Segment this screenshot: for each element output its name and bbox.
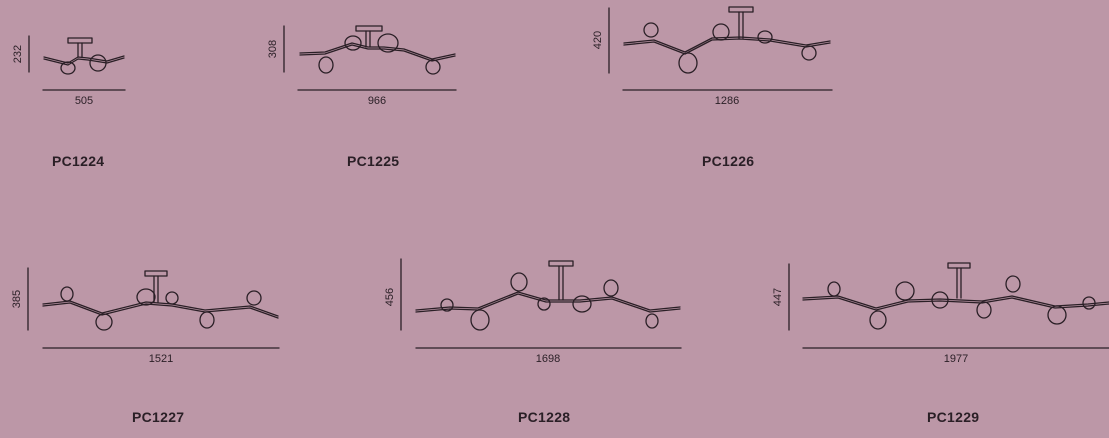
lamp-pc1229-width-label: 1977 <box>944 353 968 365</box>
lamp-pc1226-height-label: 420 <box>592 31 604 49</box>
lamp-pc1225-drawing <box>299 25 456 75</box>
lamp-pc1224-height-dimension: 232 <box>12 35 30 73</box>
lamp-pc1229: 447 1977 <box>772 262 1109 365</box>
lamp-pc1228-height-dimension: 456 <box>384 258 402 331</box>
lamp-pc1225: 308 966 <box>267 25 457 107</box>
lamp-pc1227-model-label: PC1227 <box>132 409 185 425</box>
lamp-pc1226-width-dimension: 1286 <box>622 89 833 107</box>
lamp-pc1229-width-dimension: 1977 <box>802 347 1109 365</box>
lamp-pc1227-width-dimension: 1521 <box>42 347 280 365</box>
lamp-pc1224-height-label: 232 <box>12 45 24 63</box>
lamp-pc1225-model-label: PC1225 <box>347 153 400 169</box>
lamp-pc1228-height-label: 456 <box>384 288 396 306</box>
lamp-pc1225-height-label: 308 <box>267 40 279 58</box>
lamp-pc1228: 456 1698 <box>384 258 682 365</box>
lamp-pc1226-height-dimension: 420 <box>592 7 610 74</box>
lamp-pc1224-width-label: 505 <box>75 95 93 107</box>
lamp-pc1226-model-label: PC1226 <box>702 153 755 169</box>
lamp-pc1227-drawing <box>42 270 279 331</box>
lamp-pc1228-width-label: 1698 <box>536 353 560 365</box>
lamp-pc1224-model-label: PC1224 <box>52 153 105 169</box>
lamp-pc1225-width-label: 966 <box>368 95 386 107</box>
lamp-pc1225-height-dimension: 308 <box>267 25 285 73</box>
lamp-pc1228-model-label: PC1228 <box>518 409 571 425</box>
lamp-pc1227: 385 1521 <box>11 267 280 365</box>
lamp-pc1229-height-label: 447 <box>772 288 784 306</box>
lamp-pc1229-model-label: PC1229 <box>927 409 980 425</box>
lamp-pc1228-drawing <box>415 260 681 331</box>
lamp-pc1226: 420 1286 <box>592 6 833 107</box>
lamp-pc1224: 232 505 <box>12 35 126 107</box>
lamp-pc1226-drawing <box>623 6 831 74</box>
lamp-pc1224-drawing <box>43 37 125 75</box>
lamp-pc1224-width-dimension: 505 <box>42 89 126 107</box>
lamp-pc1228-width-dimension: 1698 <box>415 347 682 365</box>
lamp-pc1229-height-dimension: 447 <box>772 263 790 331</box>
lamp-pc1226-width-label: 1286 <box>715 95 739 107</box>
lamp-pc1225-width-dimension: 966 <box>297 89 457 107</box>
lamp-pc1227-height-dimension: 385 <box>11 267 29 331</box>
lamp-pc1227-height-label: 385 <box>11 290 23 308</box>
lamp-pc1227-width-label: 1521 <box>149 353 173 365</box>
lamp-pc1229-drawing <box>802 262 1109 330</box>
